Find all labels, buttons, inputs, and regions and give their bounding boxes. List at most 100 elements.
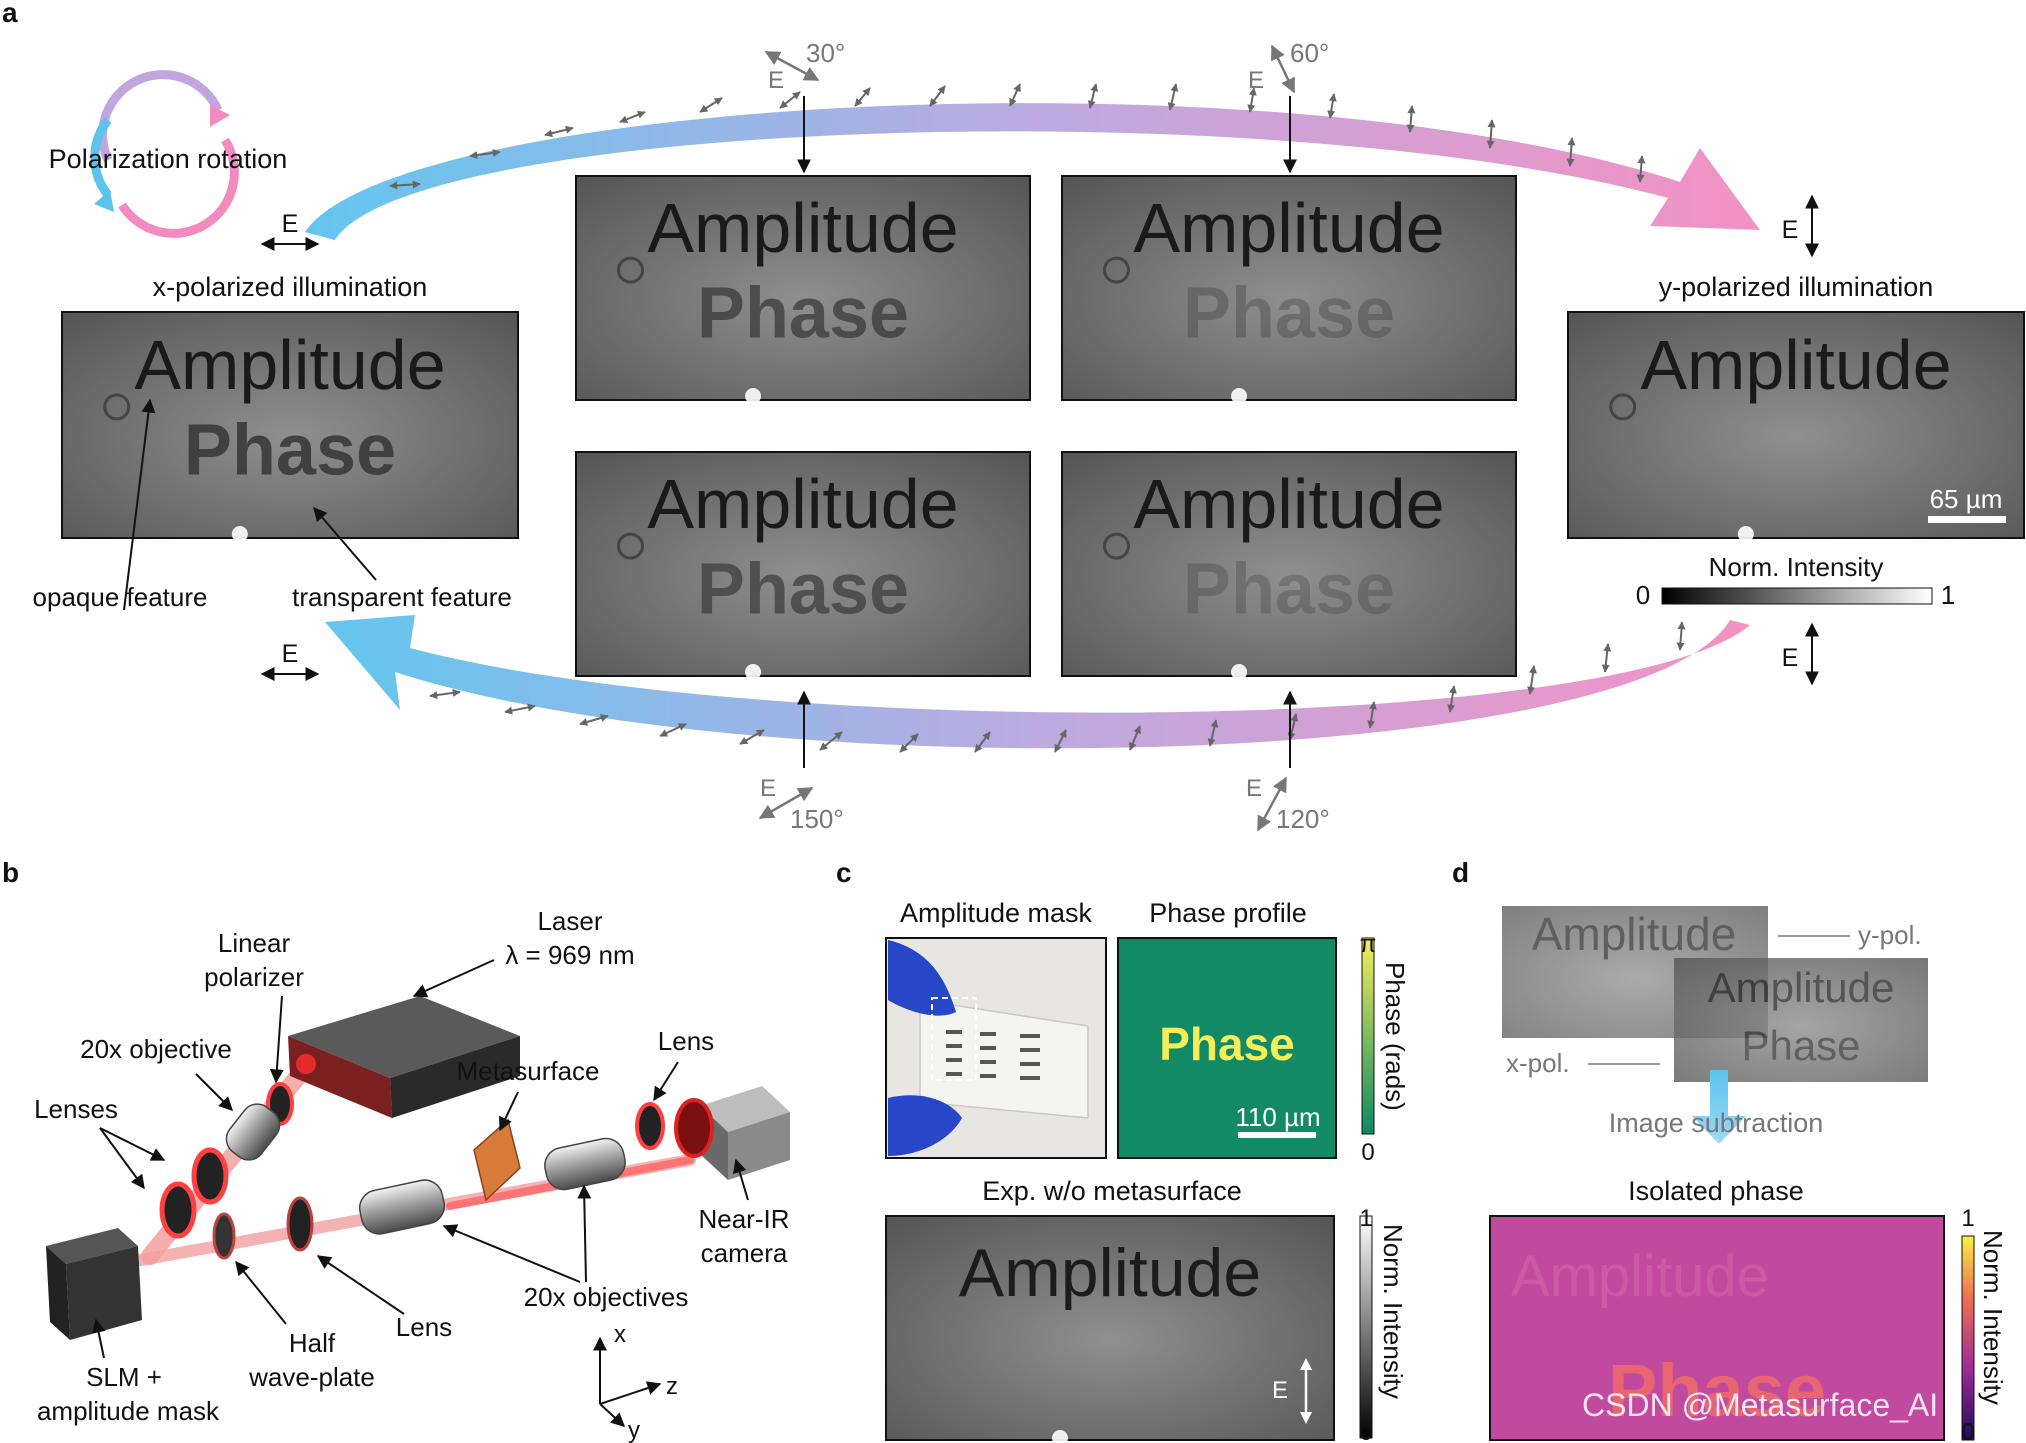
e-field-y-top: E: [1782, 194, 1819, 258]
panel-c: c Amplitude mask Phase profile Phase 110…: [836, 857, 1410, 1443]
phase-profile-title: Phase profile: [1149, 898, 1307, 928]
y-pol-label: y-polarized illumination: [1659, 272, 1934, 302]
panel-d-letter: d: [1452, 857, 1469, 888]
camera-label-1: Near-IR: [698, 1204, 789, 1234]
svg-text:E: E: [1782, 216, 1799, 244]
ypol-label: y-pol.: [1858, 920, 1922, 950]
isolated-phase-title: Isolated phase: [1628, 1176, 1804, 1206]
svg-text:E: E: [282, 210, 299, 238]
watermark: CSDN @Metasurface_AI: [1582, 1387, 1938, 1423]
bottom-polarization-arc: [325, 615, 1750, 749]
polarizer-label-1: Linear: [218, 928, 291, 958]
e-field-x-bottom: E: [260, 640, 320, 681]
opaque-feature-label: opaque feature: [33, 582, 208, 612]
metasurface-label: Metasurface: [456, 1056, 599, 1086]
phase-word: Phase: [697, 273, 909, 353]
opaque-feature-arrow: [123, 398, 156, 611]
microscope-images: AmplitudePhaseAmplitudePhaseAmplitudePha…: [61, 175, 2025, 680]
objectives-label: 20x objectives: [524, 1282, 689, 1312]
amplitude-word: Amplitude: [647, 465, 958, 543]
cbar-max-d: 1: [1961, 1205, 1974, 1232]
amplitude-word: Amplitude: [1640, 326, 1951, 404]
panel-b: b: [2, 857, 790, 1443]
e-field-y-bottom: E: [1782, 622, 1819, 686]
mask-title: Amplitude mask: [900, 898, 1093, 928]
amplitude-word: Amplitude: [134, 326, 445, 404]
panel-a-letter: a: [2, 0, 18, 28]
metasurface-plate: [473, 1118, 521, 1202]
panel-b-letter: b: [2, 857, 19, 888]
exp-word: Amplitude: [959, 1235, 1261, 1311]
svg-text:E: E: [282, 640, 299, 668]
phase-cbar-max: π: [1360, 931, 1377, 958]
angle-120: E 120°: [1246, 690, 1330, 834]
lens-bottom-label: Lens: [396, 1312, 452, 1342]
svg-text:Phase: Phase: [1608, 1349, 1826, 1432]
top-arc-field-arrows: [389, 83, 1646, 190]
intensity-colorbar-c: [1359, 1215, 1373, 1439]
phase-colorbar: [1361, 937, 1375, 1135]
svg-text:z: z: [666, 1373, 678, 1400]
rotation-label: Polarization rotation: [49, 144, 288, 174]
phase-word: Phase: [1183, 549, 1395, 629]
phase-word: Phase: [1183, 273, 1395, 353]
slm-label-2: amplitude mask: [37, 1396, 220, 1426]
exp-title: Exp. w/o metasurface: [982, 1176, 1242, 1206]
laser-label: Laser: [537, 906, 602, 936]
lens-elements: [159, 1082, 665, 1260]
transparent-feature-label: transparent feature: [292, 582, 512, 612]
svg-text:E: E: [1248, 67, 1264, 94]
svg-text:Amplitude: Amplitude: [1708, 964, 1895, 1011]
colorbar-max-a: 1: [1941, 580, 1955, 610]
svg-text:150°: 150°: [790, 804, 844, 834]
polarization-rotation-icon: [90, 70, 239, 238]
svg-text:E: E: [760, 775, 776, 802]
amplitude-word: Amplitude: [1133, 465, 1444, 543]
colorbar-a: [1661, 587, 1933, 605]
colorbar-title-a: Norm. Intensity: [1709, 552, 1884, 582]
scale-bar-label-c: 110 µm: [1235, 1102, 1320, 1132]
int-cbar-label-c: Norm. Intensity: [1378, 1224, 1408, 1399]
lens-top-label: Lens: [658, 1026, 714, 1056]
top-polarization-arc: [305, 103, 1760, 240]
objectives: [225, 1103, 626, 1235]
svg-text:120°: 120°: [1276, 804, 1330, 834]
slm-label-1: SLM +: [86, 1362, 162, 1392]
subtraction-label: Image subtraction: [1609, 1108, 1824, 1138]
phase-cbar-label: Phase (rads): [1380, 962, 1410, 1111]
xpol-image: Amplitude Phase: [1674, 958, 1928, 1082]
panel-a: a Polarization rotation: [2, 0, 2025, 834]
polarizer-label-2: polarizer: [204, 962, 304, 992]
phase-cbar-min: 0: [1361, 1139, 1374, 1166]
angle-150: E 150°: [758, 690, 844, 834]
cbar-label-d: Norm. Intensity: [1978, 1230, 2008, 1405]
amplitude-word: Amplitude: [647, 189, 958, 267]
slm-device: [46, 1228, 142, 1340]
phase-word: Phase: [184, 411, 396, 491]
angle-60: E 60°: [1248, 38, 1329, 174]
laser-box: [288, 996, 520, 1118]
amplitude-mask-photo: [885, 937, 1107, 1159]
svg-text:E: E: [768, 67, 784, 94]
int-cbar-min-c: 0: [1359, 1419, 1372, 1443]
panel-c-letter: c: [836, 857, 852, 888]
svg-text:Phase: Phase: [1741, 1022, 1860, 1069]
near-ir-camera: [674, 1086, 790, 1180]
transparent-feature-arrow: [313, 506, 377, 581]
lenses-label: Lenses: [34, 1094, 118, 1124]
camera-label-2: camera: [701, 1238, 788, 1268]
svg-text:Amplitude: Amplitude: [1511, 1244, 1769, 1309]
plasma-colorbar: [1961, 1235, 1975, 1441]
svg-text:60°: 60°: [1290, 38, 1329, 68]
svg-text:x: x: [614, 1321, 626, 1348]
isolated-phase-image: Phase Amplitude: [1489, 1215, 1945, 1441]
int-cbar-max-c: 1: [1359, 1205, 1372, 1232]
e-field-x-top: E: [260, 210, 320, 251]
exp-image: Amplitude E: [885, 1215, 1335, 1443]
image-y-pol: Amplitude: [1567, 311, 2025, 542]
phase-word: Phase: [697, 549, 909, 629]
cbar-min-d: 0: [1961, 1419, 1974, 1443]
